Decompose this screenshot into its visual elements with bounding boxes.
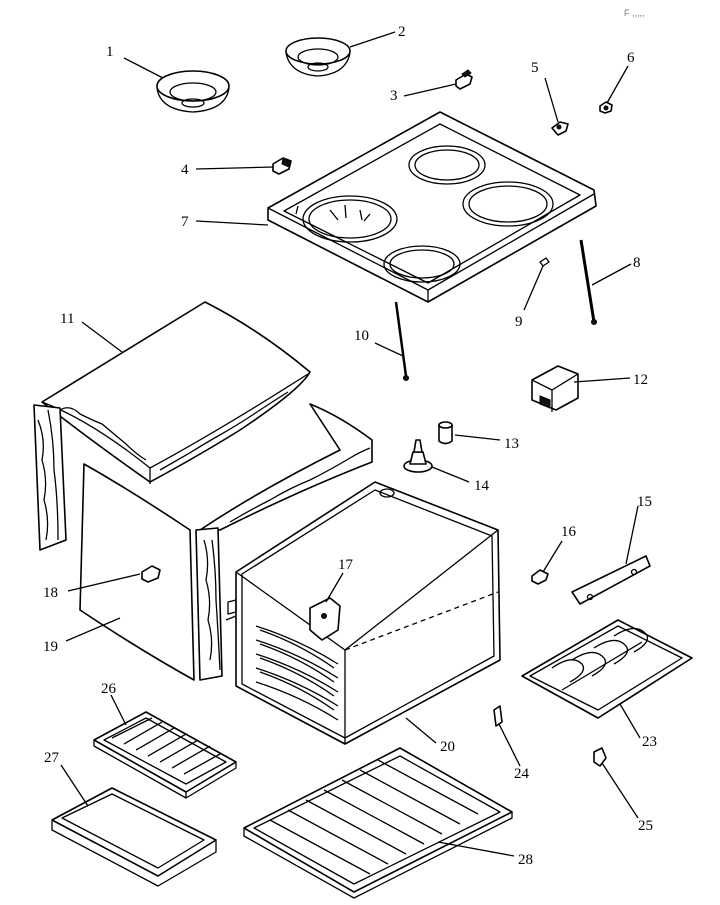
part-17-clip xyxy=(593,747,607,767)
callout-15: 15 xyxy=(637,494,652,510)
callout-4: 7 xyxy=(181,214,189,230)
callout-2: 4 xyxy=(181,162,189,178)
part-19-clip xyxy=(531,569,549,585)
part-7-drip-bowl xyxy=(156,70,230,113)
part-20-bracket xyxy=(309,597,341,641)
callout-20: 17 xyxy=(338,557,354,573)
callout-16: 24 xyxy=(514,766,530,782)
part-5-screw xyxy=(539,257,550,267)
callout-6: 2 xyxy=(398,24,406,40)
callout-18: 20 xyxy=(440,739,455,755)
part-15-rail xyxy=(571,555,651,605)
part-13-insulation-body xyxy=(33,403,373,681)
corner-mark: F ,,,,, xyxy=(624,8,645,18)
part-18-oven-liner xyxy=(225,481,501,745)
part-27-oven-rack xyxy=(243,747,513,899)
callout-19: 16 xyxy=(561,524,577,540)
part-3-bezel xyxy=(403,439,433,473)
part-26-broiler-grid xyxy=(93,711,237,799)
callout-14: 11 xyxy=(60,311,74,327)
callout-1: 3 xyxy=(390,88,398,104)
part-14-insulation-top xyxy=(41,301,311,484)
callout-10: 18 xyxy=(43,585,58,601)
part-2-clip xyxy=(272,157,292,175)
callout-9: 13 xyxy=(504,436,519,452)
callout-26: 26 xyxy=(101,681,117,697)
part-4-cooktop xyxy=(267,111,597,303)
part-16-clip xyxy=(493,705,503,727)
callout-27: 28 xyxy=(518,852,533,868)
callout-5: 9 xyxy=(515,314,523,330)
leader-lines xyxy=(60,31,641,857)
callout-labels: 1 2 3 4 5 6 7 8 9 10 11 12 13 14 15 16 1… xyxy=(43,24,657,868)
callout-7: 1 xyxy=(106,44,114,60)
part-10-clip xyxy=(141,565,161,583)
callout-13: 19 xyxy=(43,639,58,655)
part-24-clip xyxy=(551,121,569,136)
part-1-clip xyxy=(455,69,473,90)
callout-12: 10 xyxy=(354,328,369,344)
part-6-drip-bowl xyxy=(285,37,351,77)
callout-3: 14 xyxy=(474,478,490,494)
callout-28: 8 xyxy=(633,255,641,271)
callout-23: 6 xyxy=(627,50,635,66)
part-9-sensor xyxy=(438,421,453,445)
callout-8: 23 xyxy=(642,734,657,750)
part-12-rod xyxy=(394,301,409,381)
part-23-nut xyxy=(599,101,613,114)
part-11-bracket xyxy=(531,365,579,412)
callout-25: 27 xyxy=(44,750,60,766)
part-28-rod xyxy=(579,239,597,325)
part-8-broil-rack xyxy=(521,619,693,719)
callout-17: 25 xyxy=(638,818,653,834)
part-25-broiler-pan xyxy=(51,787,217,887)
callout-24: 5 xyxy=(531,60,539,76)
callout-11: 12 xyxy=(633,372,648,388)
